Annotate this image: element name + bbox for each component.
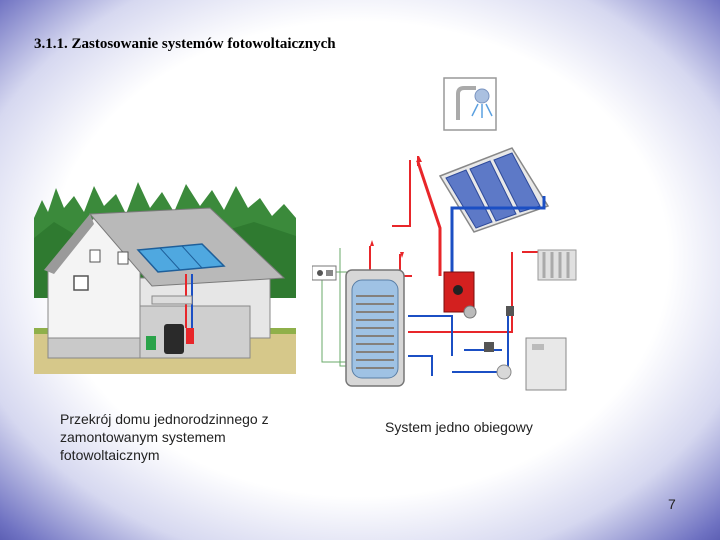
boiler <box>146 336 156 350</box>
controller <box>312 265 337 281</box>
storage-tank <box>345 269 405 387</box>
window <box>117 251 129 265</box>
single-circuit-system-diagram <box>312 77 577 391</box>
pump-station <box>443 271 477 319</box>
window <box>89 249 101 263</box>
radiator <box>537 249 577 281</box>
control-wire <box>321 280 352 363</box>
boiler <box>525 337 567 391</box>
cold-pipe <box>408 315 453 356</box>
valve <box>484 342 494 352</box>
hot-pipe <box>416 161 442 276</box>
cold-pipe <box>452 308 509 373</box>
storage-tank <box>164 324 184 354</box>
solar-collector-panels <box>438 147 550 233</box>
shower-icon <box>443 77 497 131</box>
house-cross-section-illustration <box>34 182 296 374</box>
system-caption: System jedno obiegowy <box>385 419 533 435</box>
cold-pipe <box>408 355 433 376</box>
basement <box>139 305 251 359</box>
house-caption: Przekrój domu jednorodzinnego z zamontow… <box>60 411 269 463</box>
hot-pipe <box>408 252 513 333</box>
slide-title: 3.1.1. Zastosowanie systemów fotowoltaic… <box>34 36 336 52</box>
roof-solar-collector <box>136 243 226 273</box>
window <box>73 275 89 291</box>
hot-pipe <box>392 160 411 227</box>
valve <box>506 306 514 316</box>
page-number: 7 <box>668 496 676 512</box>
expansion-vessel <box>496 364 512 380</box>
cold-pipe <box>450 196 546 276</box>
